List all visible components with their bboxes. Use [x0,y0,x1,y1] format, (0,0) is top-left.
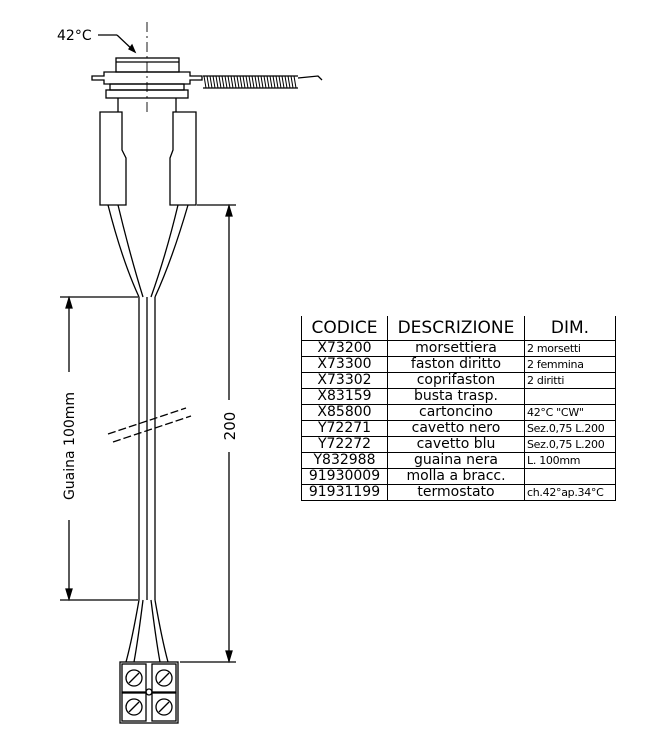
part-description: cartoncino [387,404,525,421]
length-dimension [180,203,236,664]
part-dim: 2 morsetti [524,340,616,357]
part-code: Y72272 [301,436,388,453]
part-description: coprifaston [387,372,525,389]
part-code: 91931199 [301,484,388,501]
part-description: busta trasp. [387,388,525,405]
header-description: DESCRIZIONE [387,316,525,341]
part-description: termostato [387,484,525,501]
terminal-block [119,661,179,724]
part-dim: 2 diritti [524,372,616,389]
part-code: X83159 [301,388,388,405]
part-code: X85800 [301,404,388,421]
part-dim: 42°C "CW" [524,404,616,421]
temperature-label: 42°C [57,28,92,44]
part-description: molla a bracc. [387,468,525,485]
part-dim: 2 femmina [524,356,616,373]
faston-covers [99,111,197,206]
sheath-length-label: Guaina 100mm [62,392,78,500]
cables-bottom [125,599,169,663]
part-code: 91930009 [301,468,388,485]
header-code: CODICE [301,316,388,341]
part-description: cavetto blu [387,436,525,453]
table-header-row: CODICE DESCRIZIONE DIM. [301,316,616,341]
part-description: cavetto nero [387,420,525,437]
thermostat [91,57,203,112]
sheath [107,297,192,600]
spring [203,75,323,89]
part-code: X73302 [301,372,388,389]
header-dim: DIM. [524,316,616,341]
part-dim: ch.42°ap.34°C [524,484,616,501]
part-dim [524,388,616,405]
part-description: guaina nera [387,452,525,469]
part-dim: L. 100mm [524,452,616,469]
cables-top [107,204,189,298]
part-code: X73200 [301,340,388,357]
part-description: faston diritto [387,356,525,373]
part-code: X73300 [301,356,388,373]
total-length-label: 200 [221,412,239,441]
part-description: morsettiera [387,340,525,357]
part-dim: Sez.0,75 L.200 [524,436,616,453]
part-code: Y832988 [301,452,388,469]
part-code: Y72271 [301,420,388,437]
part-dim: Sez.0,75 L.200 [524,420,616,437]
sheath-dimension [60,295,138,602]
part-dim [524,468,616,485]
